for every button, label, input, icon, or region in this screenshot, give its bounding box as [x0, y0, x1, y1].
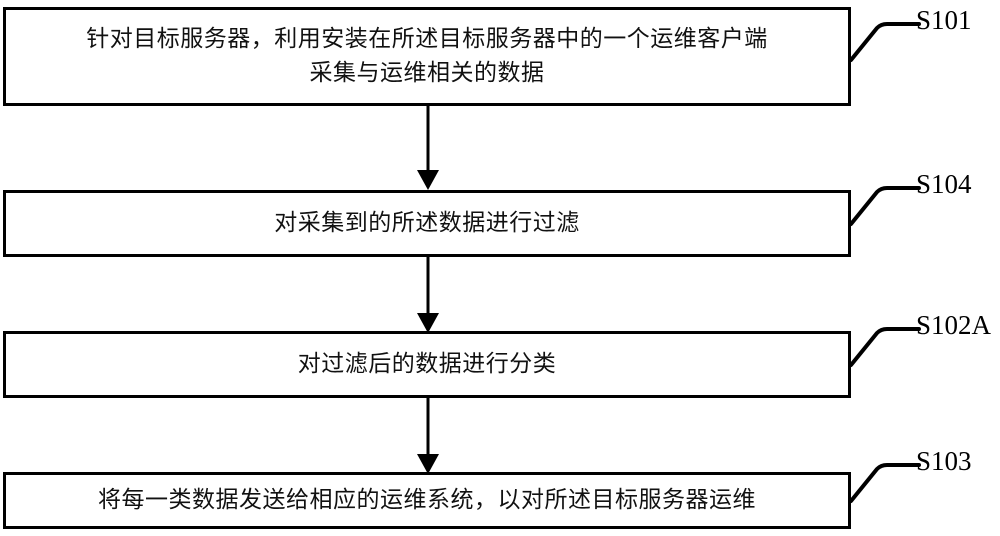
flow-step-box-s103[interactable]: 将每一类数据发送给相应的运维系统，以对所述目标服务器运维 [3, 472, 851, 529]
connector-s104-to-s102a [417, 255, 439, 333]
flow-step-box-s102a[interactable]: 对过滤后的数据进行分类 [3, 331, 851, 398]
flow-step-text-s104: 对采集到的所述数据进行过滤 [274, 209, 580, 236]
leader-line-s101 [849, 22, 921, 62]
step-label-s103: S103 [916, 446, 972, 476]
connector-s102a-to-s103 [417, 396, 439, 474]
step-label-s101: S101 [916, 5, 972, 35]
flow-step-text-s103: 将每一类数据发送给相应的运维系统，以对所述目标服务器运维 [98, 486, 756, 513]
step-label-s102a: S102A [916, 310, 992, 340]
connector-s101-to-s104 [417, 104, 439, 190]
flow-step-box-s101[interactable]: 针对目标服务器，利用安装在所述目标服务器中的一个运维客户端 采集与运维相关的数据 [3, 7, 851, 106]
leader-line-s104 [849, 186, 921, 226]
flow-step-box-s104[interactable]: 对采集到的所述数据进行过滤 [3, 190, 851, 257]
leader-line-s103 [849, 463, 921, 503]
flow-step-text-s101: 针对目标服务器，利用安装在所述目标服务器中的一个运维客户端 采集与运维相关的数据 [86, 26, 768, 86]
flow-step-text-s102a: 对过滤后的数据进行分类 [297, 350, 557, 377]
step-label-s104: S104 [916, 169, 972, 199]
leader-line-s102a [849, 327, 921, 367]
